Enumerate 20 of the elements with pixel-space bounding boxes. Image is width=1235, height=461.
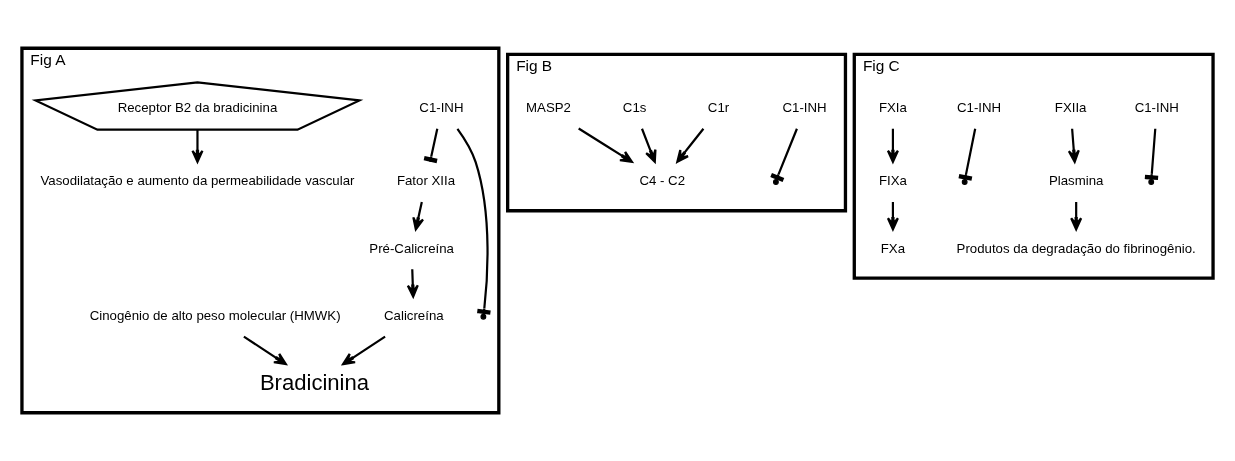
node-text: Calicreína [384, 308, 444, 324]
node-text: Fator XIIa [396, 173, 456, 189]
node-text: MASP2 [526, 99, 571, 115]
node-text: Cinogênio de alto peso molecular (HMWK) [89, 308, 341, 324]
node-text: Bradicinina [259, 369, 370, 395]
node-text: C1-INH [782, 99, 827, 115]
node-text: C1-INH [1134, 99, 1179, 115]
node-text: Pré-Calicreína [369, 240, 454, 256]
node-text: C1s [622, 99, 647, 115]
node-text: FXa [880, 240, 906, 256]
node-text: C1r [707, 99, 730, 115]
node-text: FXIIa [1054, 99, 1087, 115]
node-text: C1-INH [419, 99, 464, 115]
node-text: C4 - C2 [639, 173, 686, 189]
node-text: Vasodilatação e aumento da permeabilidade vascular [40, 173, 355, 189]
node-text: C1-INH [956, 99, 1002, 115]
node-text: Produtos da degradação do fibrinogênio. [956, 240, 1196, 256]
node-text: FIXa [878, 173, 907, 189]
node-text: Plasmina [1048, 173, 1104, 189]
node-text: FXIa [878, 99, 907, 115]
